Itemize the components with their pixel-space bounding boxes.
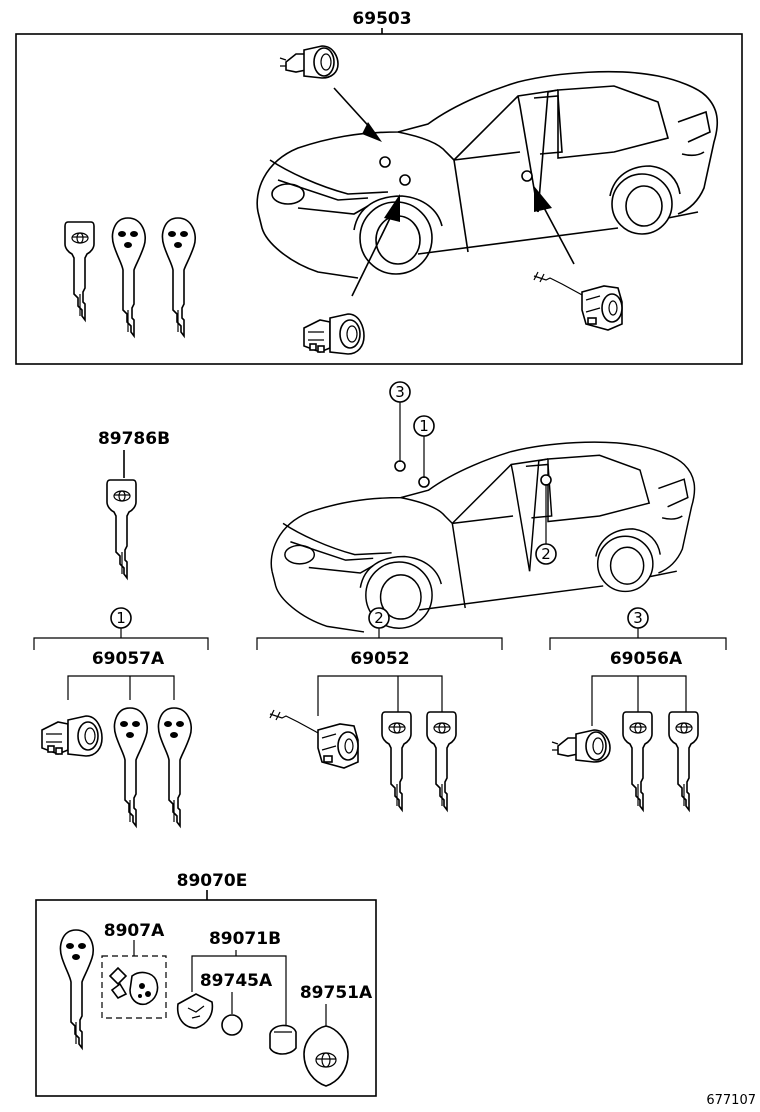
master-key-icon [59, 929, 95, 1049]
arrow-trunk [351, 209, 395, 297]
valet-key-icon [426, 711, 457, 811]
valet-key-icon [381, 711, 412, 811]
master-key-icon [157, 707, 193, 827]
master-key-icon [113, 707, 149, 827]
svg-text:2: 2 [541, 545, 551, 563]
callout-2-top: 2 [535, 543, 557, 565]
battery-icon [221, 1014, 243, 1036]
valet-key-icon [64, 221, 95, 321]
door-lock-cylinder-icon [533, 271, 623, 331]
callout-1-set: 1 [110, 607, 132, 629]
figure-id: 677107 [706, 1093, 756, 1108]
key-housing-box [101, 955, 167, 1019]
car-illustration [256, 70, 719, 279]
ignition-cylinder-icon [41, 715, 103, 757]
valet-key-icon [106, 479, 137, 579]
assembly-box-89070E [35, 899, 377, 1097]
svg-text:1: 1 [116, 609, 126, 627]
master-key-icon [111, 217, 147, 337]
car-illustration [270, 441, 696, 633]
trunk-lock-cylinder-icon [279, 45, 339, 79]
assembly-box-69503 [15, 33, 743, 365]
label-69503: 69503 [352, 9, 411, 29]
label-89786B: 89786B [98, 429, 170, 449]
callout-2-set: 2 [368, 607, 390, 629]
ignition-cylinder-icon [303, 313, 365, 355]
key-housing-icon [303, 1025, 349, 1087]
transmitter-cover-icon [269, 1024, 297, 1055]
door-lock-cylinder-icon [269, 709, 359, 769]
trunk-lock-cylinder-icon [551, 729, 611, 763]
label-69052: 69052 [350, 649, 409, 669]
label-89071B: 89071B [209, 929, 281, 949]
svg-text:3: 3 [395, 383, 405, 401]
key-housing-icon [108, 966, 159, 1006]
label-89070E: 89070E [177, 871, 248, 891]
label-89745A: 89745A [200, 971, 273, 991]
valet-key-icon [622, 711, 653, 811]
transmitter-case-icon [176, 993, 214, 1029]
label-69056A: 69056A [610, 649, 683, 669]
callout-3-top: 3 [389, 381, 411, 403]
callout-1-top: 1 [413, 415, 435, 437]
valet-key-icon [668, 711, 699, 811]
master-key-icon [161, 217, 197, 337]
svg-text:3: 3 [633, 609, 643, 627]
label-69057A: 69057A [92, 649, 165, 669]
svg-text:2: 2 [374, 609, 384, 627]
label-8907A: 8907A [104, 921, 165, 941]
arrow-door [541, 203, 575, 265]
svg-text:1: 1 [419, 417, 429, 435]
label-89751A: 89751A [300, 983, 373, 1003]
callout-3-set: 3 [627, 607, 649, 629]
